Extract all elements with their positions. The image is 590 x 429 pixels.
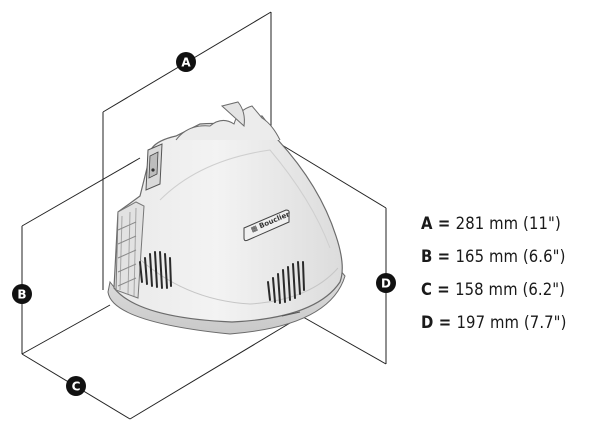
spec-row-c: C = 158 mm (6.2") [421,278,586,311]
spec-value: 158 mm (6.2") [455,280,566,299]
power-switch-icon [145,143,163,191]
spec-value: 281 mm (11") [455,214,561,233]
svg-text:D: D [381,277,391,291]
spec-row-d: D = 197 mm (7.7") [421,311,586,344]
spec-equals: = [432,214,456,233]
spec-letter: B [421,247,433,266]
dimension-label-a: A [176,52,196,72]
spec-equals: = [432,247,456,266]
spec-row-b: B = 165 mm (6.6") [421,245,586,278]
spec-letter: A [421,214,433,233]
dimension-label-d: D [376,273,396,293]
dimension-spec-list: A = 281 mm (11") B = 165 mm (6.6") C = 1… [421,212,586,344]
svg-text:B: B [17,288,26,302]
dimension-label-c: C [66,376,86,396]
svg-text:A: A [181,56,191,70]
dimension-label-b: B [12,284,32,304]
spec-letter: C [421,280,432,299]
side-grille-ridges [115,201,145,299]
front-vent-left [139,251,172,289]
spec-equals: = [433,313,457,332]
spec-letter: D [421,313,434,332]
spec-value: 165 mm (6.6") [455,247,566,266]
spec-row-a: A = 281 mm (11") [421,212,586,245]
spec-equals: = [432,280,456,299]
front-vent-right [267,261,305,304]
spec-value: 197 mm (7.7") [456,313,567,332]
svg-text:C: C [72,380,81,394]
heater-product: ▦ Bouclier [107,101,346,335]
